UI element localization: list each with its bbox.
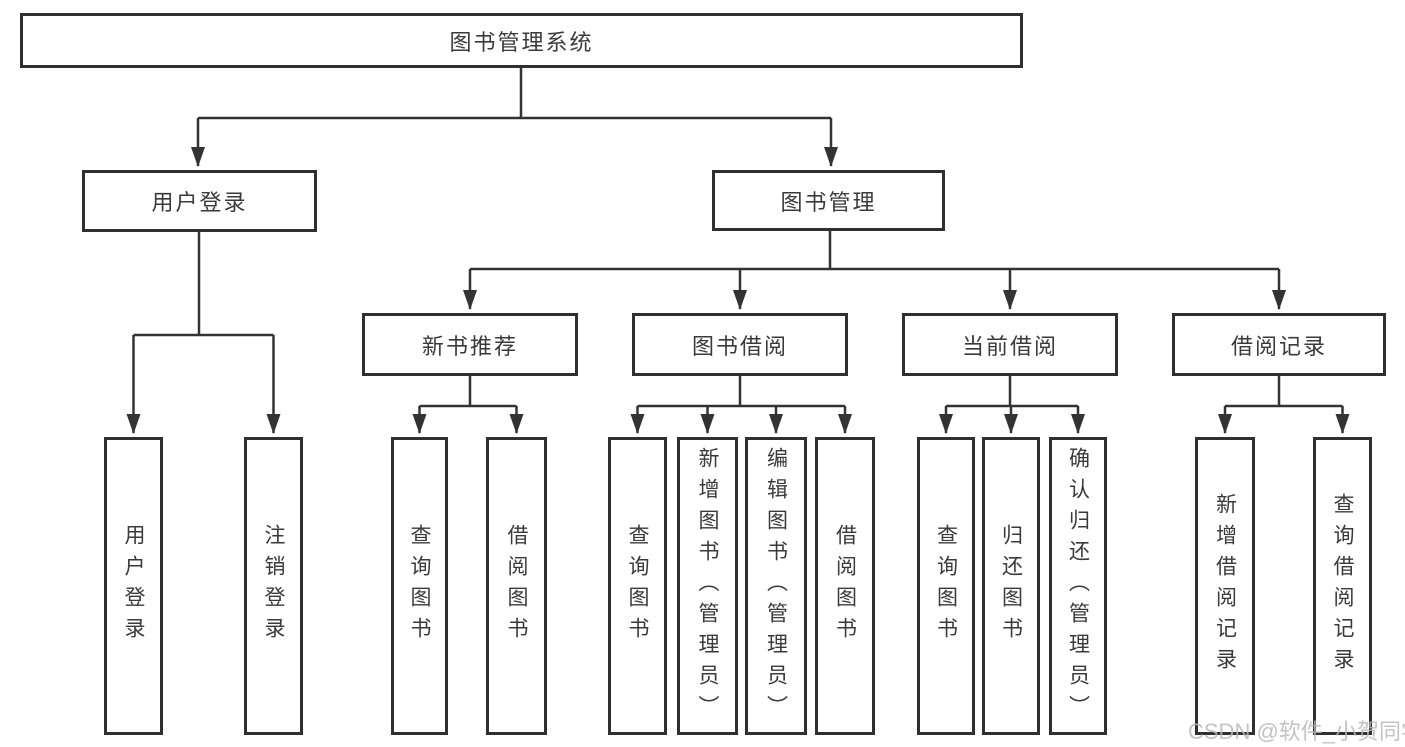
node-new-book-recommend: 新书推荐	[362, 313, 578, 376]
leaf-label: 查询图书	[626, 524, 649, 648]
leaf-current-return-books: 归还图书	[982, 437, 1040, 735]
node-label: 图书管理系统	[449, 29, 594, 55]
node-label: 当前借阅	[961, 333, 1058, 359]
leaf-current-confirm-return-admin: 确认归还（管理员）	[1049, 437, 1107, 735]
leaf-records-query-record: 查询借阅记录	[1313, 437, 1372, 735]
leaf-user-login: 用户登录	[104, 437, 163, 735]
node-current-borrowing: 当前借阅	[902, 313, 1118, 376]
leaf-label: 新增借阅记录	[1213, 493, 1237, 679]
node-label: 用户登录	[151, 190, 248, 215]
leaf-label: 注销登录	[262, 524, 285, 648]
leaf-label: 借阅图书	[833, 524, 857, 648]
node-user-login: 用户登录	[82, 170, 317, 232]
leaf-label: 归还图书	[999, 524, 1023, 648]
leaf-borrowing-add-books-admin: 新增图书（管理员）	[677, 437, 738, 735]
connector-arrows	[126, 118, 1350, 434]
leaf-label: 查询借阅记录	[1331, 493, 1354, 679]
leaf-borrowing-edit-books-admin: 编辑图书（管理员）	[745, 437, 807, 735]
node-label: 新书推荐	[421, 333, 518, 359]
node-borrowing-records: 借阅记录	[1172, 313, 1386, 376]
node-label: 图书管理	[780, 189, 877, 215]
node-label: 图书借阅	[691, 333, 788, 359]
leaf-label: 查询图书	[408, 524, 431, 648]
leaf-recommend-query-books: 查询图书	[391, 437, 448, 735]
leaf-records-add-record: 新增借阅记录	[1195, 437, 1255, 735]
leaf-recommend-borrow-books: 借阅图书	[486, 437, 547, 735]
leaf-label: 新增图书（管理员）	[696, 446, 719, 726]
node-library-management-system: 图书管理系统	[20, 13, 1023, 68]
leaf-label: 确认归还（管理员）	[1066, 446, 1090, 726]
csdn-watermark: CSDN @软件_小贺同学	[1188, 719, 1405, 744]
node-label: 借阅记录	[1230, 333, 1327, 359]
node-book-borrowing: 图书借阅	[632, 313, 848, 376]
leaf-label: 查询图书	[934, 524, 958, 648]
leaf-label: 借阅图书	[505, 524, 528, 648]
connector-elbows	[133, 68, 1343, 408]
node-book-management: 图书管理	[712, 170, 945, 231]
leaf-label: 用户登录	[122, 524, 145, 648]
leaf-borrowing-query-books: 查询图书	[608, 437, 667, 735]
leaf-label: 编辑图书（管理员）	[764, 446, 788, 726]
leaf-borrowing-borrow-books: 借阅图书	[815, 437, 875, 735]
leaf-logout: 注销登录	[244, 437, 303, 735]
leaf-current-query-books: 查询图书	[917, 437, 975, 735]
